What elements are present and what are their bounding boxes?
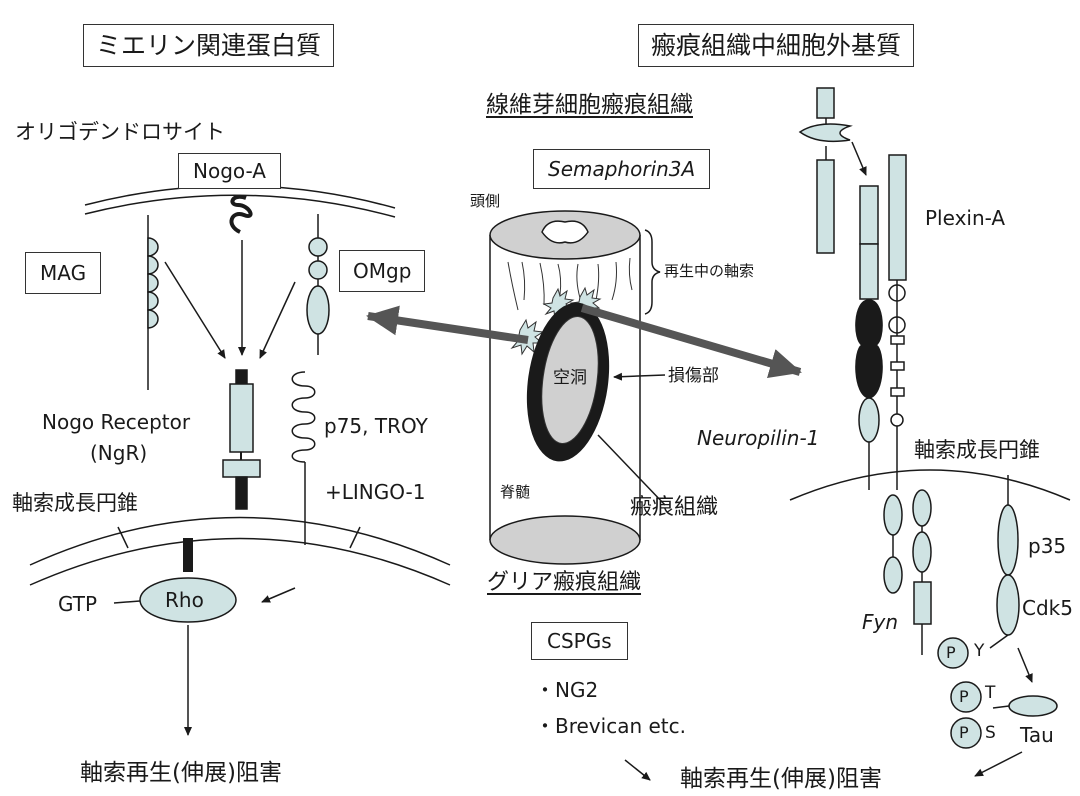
neuropilin-molecule (855, 185, 883, 490)
semaphorin-box: Semaphorin3A (533, 149, 711, 189)
glial-scar-heading: グリア瘢痕組織 (487, 570, 642, 595)
phospho-p-3: P (959, 723, 969, 742)
cspg-left-arrow (624, 759, 651, 781)
plexin-label: Plexin-A (925, 206, 1006, 230)
fyn-molecule (883, 489, 932, 655)
spinal-cord-cylinder (489, 210, 641, 565)
nogo-receptor-molecule (222, 369, 261, 510)
right-growth-cone-membrane (789, 469, 1071, 501)
oligodendrocyte-label: オリゴデンドロサイト (15, 120, 225, 144)
myelin-proteins-title: ミエリン関連蛋白質 (83, 24, 335, 67)
lingo-label: +LINGO-1 (325, 480, 426, 504)
serine-label: S (985, 723, 996, 743)
cdk5-to-tau-arrow (1017, 647, 1033, 683)
cavity-label: 空洞 (553, 368, 587, 388)
big-arrow-to-myelin (366, 305, 529, 344)
fyn-label: Fyn (862, 610, 899, 634)
semaphorin-binding-arrow (851, 141, 867, 176)
mag-box: MAG (25, 252, 102, 294)
p75-troy-molecule (291, 371, 316, 545)
lesion-label: 損傷部 (668, 366, 719, 386)
tau-oval (1008, 695, 1058, 717)
p35-label: p35 (1028, 534, 1067, 558)
right-growth-cone-label: 軸索成長円錐 (914, 438, 1040, 462)
cspgs-box: CSPGs (531, 622, 628, 660)
tau-output-arrow (974, 751, 1023, 777)
phospho-p-2: P (959, 687, 969, 706)
mag-arrow (164, 261, 226, 359)
left-inhibition-label: 軸索再生(伸展)阻害 (80, 760, 282, 786)
big-arrow-to-ecm (580, 304, 802, 378)
cavity-oval (541, 316, 599, 444)
rostral-label: 頭側 (470, 192, 501, 210)
left-growth-cone-membrane (29, 516, 451, 586)
scar-tissue-label: 瘢痕組織 (630, 495, 719, 520)
scar-tissue-pointer (597, 434, 666, 506)
nogo-a-squiggle (229, 194, 253, 234)
p75-troy-label: p75, TROY (324, 414, 428, 438)
nogo-receptor-label: Nogo Receptor (42, 410, 191, 434)
nogo-a-box: Nogo-A (178, 153, 281, 189)
lesion-pointer (613, 372, 666, 381)
left-growth-cone-label: 軸索成長円錐 (12, 491, 138, 515)
threonine-label: T (985, 683, 996, 703)
scar-ecm-title: 瘢痕組織中細胞外基質 (638, 24, 915, 67)
tau-label: Tau (1020, 723, 1054, 747)
brevican-label: ・Brevican etc. (535, 714, 686, 738)
fibroblast-scar-heading: 線維芽細胞瘢痕組織 (486, 92, 693, 118)
tau-link (992, 705, 1010, 709)
rho-connector (183, 538, 193, 572)
phospho-p-1: P (946, 643, 956, 662)
semaphorin-ligand (798, 87, 853, 254)
rho-label: Rho (165, 588, 204, 612)
regenerating-axon-lines (507, 257, 633, 311)
gtp-link (113, 600, 141, 604)
axon-region-brace (644, 229, 661, 315)
mag-molecule (147, 215, 159, 390)
tyrosine-label: Y (974, 641, 985, 661)
cdk5-label: Cdk5 (1022, 596, 1073, 620)
ng2-label: ・NG2 (535, 678, 599, 702)
ngr-label: (NgR) (90, 441, 148, 465)
rho-signal-arrow (261, 587, 296, 603)
phospho-circles (937, 637, 982, 749)
neuropilin-label: Neuropilin-1 (697, 426, 820, 450)
spinal-cord-label: 脊髄 (500, 483, 531, 501)
omgp-arrow (259, 281, 296, 359)
omgp-box: OMgp (339, 250, 426, 292)
p35-cdk5-molecule (989, 475, 1020, 649)
center-inhibition-label: 軸索再生(伸展)阻害 (680, 766, 882, 792)
regenerating-axons-label: 再生中の軸索 (664, 262, 755, 280)
gtp-label: GTP (58, 592, 98, 616)
omgp-molecule (306, 214, 330, 355)
rho-oval (139, 577, 237, 623)
plexin-molecule (888, 154, 907, 490)
